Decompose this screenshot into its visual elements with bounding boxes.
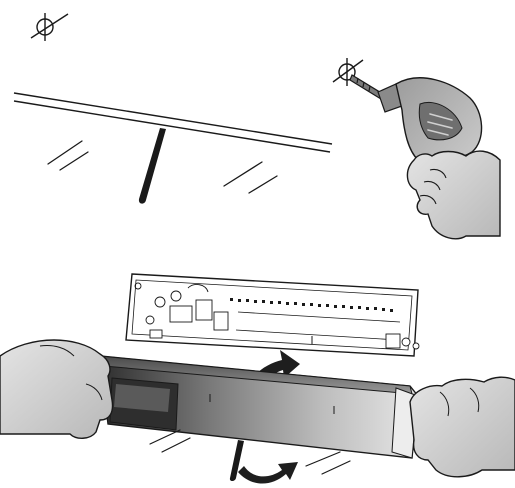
circuit-board-base (126, 274, 419, 356)
hand-icon (0, 340, 113, 438)
cover-housing (100, 356, 418, 458)
mounting-rod (139, 128, 166, 204)
crosshair-icon (31, 13, 68, 41)
ceiling-line (14, 93, 332, 152)
lift-arrow-icon (238, 462, 298, 484)
hand-icon (407, 151, 500, 239)
hand-icon (410, 377, 515, 477)
drill-bit (350, 75, 383, 99)
glass-reflection-strokes (48, 141, 277, 193)
